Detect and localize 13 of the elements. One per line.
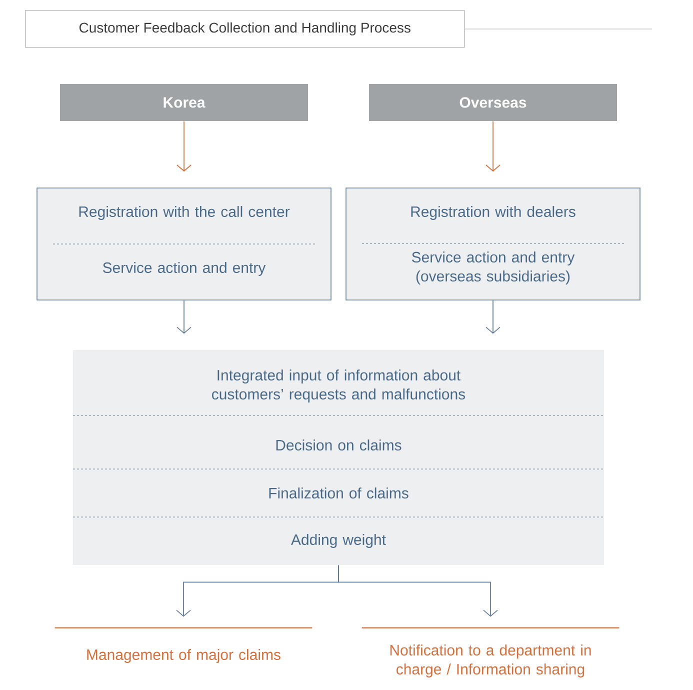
outcome-label: Notification to a department in charge / Information sharing — [362, 627, 620, 678]
arrow — [338, 564, 498, 617]
arrow — [176, 300, 192, 334]
arrow — [486, 300, 500, 334]
arrow — [486, 120, 500, 172]
arrow — [176, 120, 192, 172]
region-header: Overseas — [369, 84, 617, 121]
process-box: Registration with dealers Service action and entry (overseas subsidiaries) — [346, 188, 640, 300]
process-box: Registration with the call center Service action and entry — [36, 188, 332, 300]
region-header: Korea — [60, 84, 308, 121]
outcome-label: Management of major claims — [54, 627, 312, 663]
title-box: Customer Feedback Collection and Handling Process — [25, 10, 465, 48]
process-panel: Integrated input of information about customers’ requests and malfunctions Decision on claims Finalization of claims Adding weight — [72, 350, 604, 565]
